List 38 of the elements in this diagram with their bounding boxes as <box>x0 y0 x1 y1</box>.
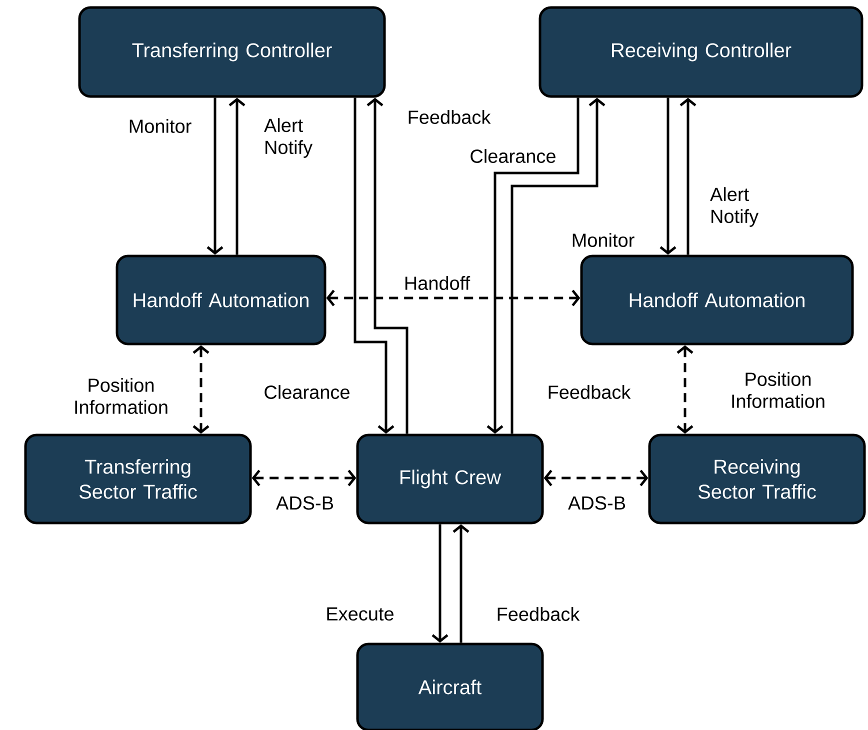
arrow <box>660 98 676 255</box>
edge-label: ADS-B <box>276 496 334 510</box>
edge-label: Feedback <box>548 385 631 399</box>
process-box: Flight Crew <box>356 434 544 524</box>
arrow <box>432 524 448 643</box>
arrow <box>452 524 470 643</box>
edge-label: Execute <box>327 607 394 621</box>
process-box: Transferring Controller <box>78 6 386 98</box>
arrow <box>544 470 648 486</box>
process-box: Aircraft <box>356 642 544 730</box>
arrow <box>326 290 580 306</box>
edge-label: Feedback <box>408 110 491 124</box>
process-box: Handoff Automation <box>580 254 854 346</box>
arrow <box>354 98 394 434</box>
process-box: Receiving Controller <box>538 6 864 98</box>
process-box: Receiving Sector Traffic <box>648 434 866 524</box>
edge-label: Clearance <box>470 149 556 163</box>
arrow <box>252 470 356 486</box>
arrow <box>192 345 210 434</box>
arrow <box>680 98 696 255</box>
edge-label: Monitor <box>572 233 634 247</box>
edge-label: Position Information <box>732 372 824 408</box>
edge-label: ADS-B <box>568 496 626 510</box>
arrow <box>510 98 606 434</box>
arrow <box>206 98 224 255</box>
edge-label: Monitor <box>130 119 192 133</box>
edge-label: Feedback <box>498 607 580 621</box>
edge-label: Position Information <box>75 378 168 414</box>
arrow <box>228 98 246 255</box>
edge-label: Clearance <box>264 385 350 399</box>
edge-label: Alert Notify <box>710 187 759 227</box>
arrow <box>676 345 694 434</box>
edge-label: Handoff <box>405 276 470 290</box>
edge-label: Alert Notify <box>264 118 313 158</box>
process-box: Transferring Sector Traffic <box>24 434 252 524</box>
process-box: Handoff Automation <box>116 254 326 346</box>
arrow <box>366 98 408 434</box>
arrow <box>486 98 580 434</box>
